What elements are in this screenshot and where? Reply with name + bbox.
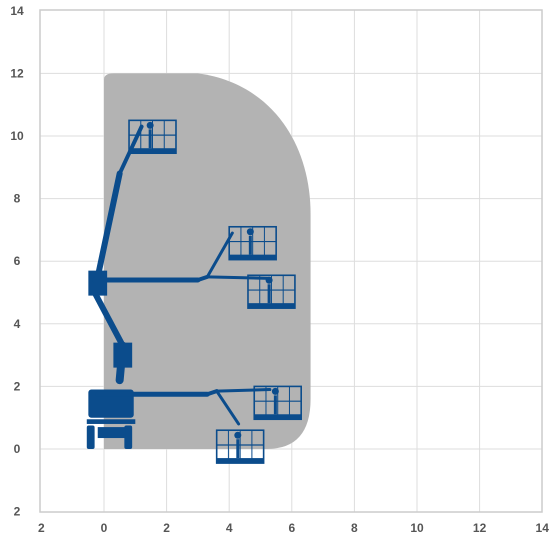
y-tick-label: 12 xyxy=(10,66,24,80)
wheel-right xyxy=(124,425,133,449)
x-tick-label: 2 xyxy=(38,521,45,535)
y-tick-label: 2 xyxy=(14,379,21,393)
low-jib-hinge xyxy=(205,389,219,397)
low-jib-down xyxy=(215,389,241,426)
mid-jib-up xyxy=(205,231,234,279)
operator-head xyxy=(271,387,279,395)
basket-mid-jib-up xyxy=(228,225,277,261)
x-tick-label: 0 xyxy=(101,521,108,535)
operator-head xyxy=(146,121,154,129)
operator-head xyxy=(265,276,273,284)
basket-floor xyxy=(254,414,302,420)
y-tick-label: 4 xyxy=(14,317,21,331)
y-tick-label: 14 xyxy=(10,4,24,18)
plot-frame xyxy=(39,9,543,513)
upper-main-boom xyxy=(94,170,123,280)
y-tick-label: 6 xyxy=(14,254,21,268)
low-jib xyxy=(215,388,272,393)
x-tick-label: 6 xyxy=(288,521,295,535)
basket-low-horizontal xyxy=(253,385,302,421)
y-tick-label: 2 xyxy=(14,505,21,519)
working-envelope xyxy=(104,73,311,450)
basket-floor xyxy=(229,254,277,260)
basket-floor xyxy=(247,303,295,309)
x-tick-label: 12 xyxy=(473,521,487,535)
basket-max-height xyxy=(128,119,177,155)
operator-head xyxy=(234,431,242,439)
x-tick-label: 8 xyxy=(351,521,358,535)
basket-low-jib-down xyxy=(215,429,265,464)
boom-lift xyxy=(86,119,302,464)
chassis-base xyxy=(86,419,136,424)
axle xyxy=(97,427,126,439)
y-tick-label: 0 xyxy=(14,442,21,456)
x-tick-label: 2 xyxy=(163,521,170,535)
axis-ticks: 2 0 2 4 6 8 10 12 14 14 12 10 8 6 4 2 0 2 xyxy=(10,4,549,535)
operator-head xyxy=(246,228,254,236)
basket-floor xyxy=(129,148,176,154)
y-tick-label: 8 xyxy=(14,192,21,206)
mid-jib xyxy=(205,275,272,280)
x-tick-label: 14 xyxy=(536,521,550,535)
mid-jib-hinge xyxy=(195,274,210,282)
riser-knuckle xyxy=(113,342,133,368)
basket-floor xyxy=(216,458,264,464)
basket-mid-horizontal xyxy=(247,274,296,309)
wheel-left xyxy=(86,425,95,449)
turret-knuckle xyxy=(88,270,108,296)
x-tick-label: 10 xyxy=(410,521,424,535)
y-tick-label: 10 xyxy=(10,129,24,143)
riser-boom-upper xyxy=(91,289,126,349)
x-tick-label: 4 xyxy=(226,521,233,535)
